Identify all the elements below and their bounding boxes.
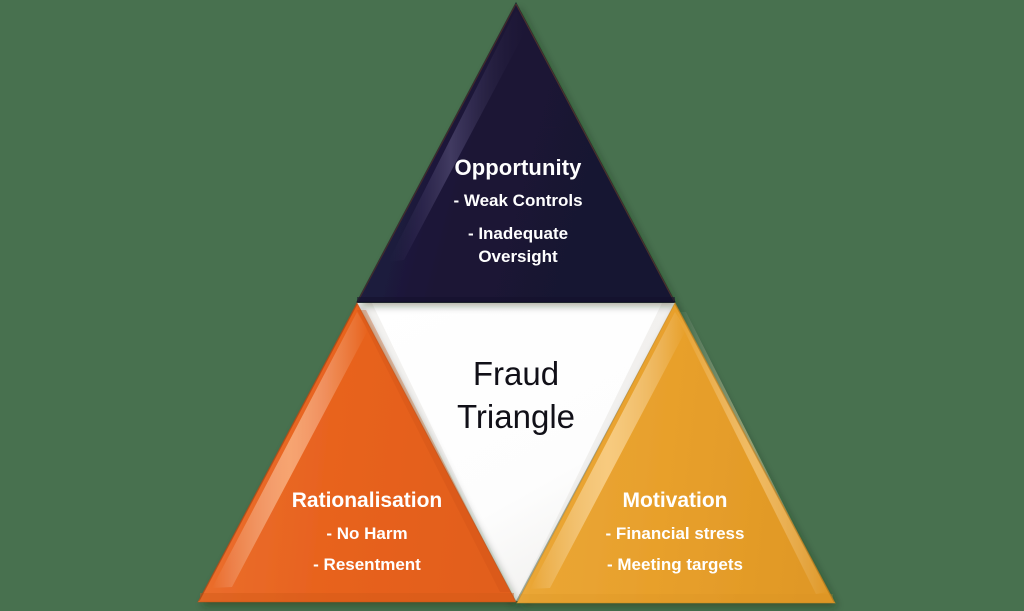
rationalisation-segment-shape [197, 301, 517, 603]
opportunity-segment-shape [356, 1, 676, 303]
motivation-segment-shape [516, 301, 836, 604]
